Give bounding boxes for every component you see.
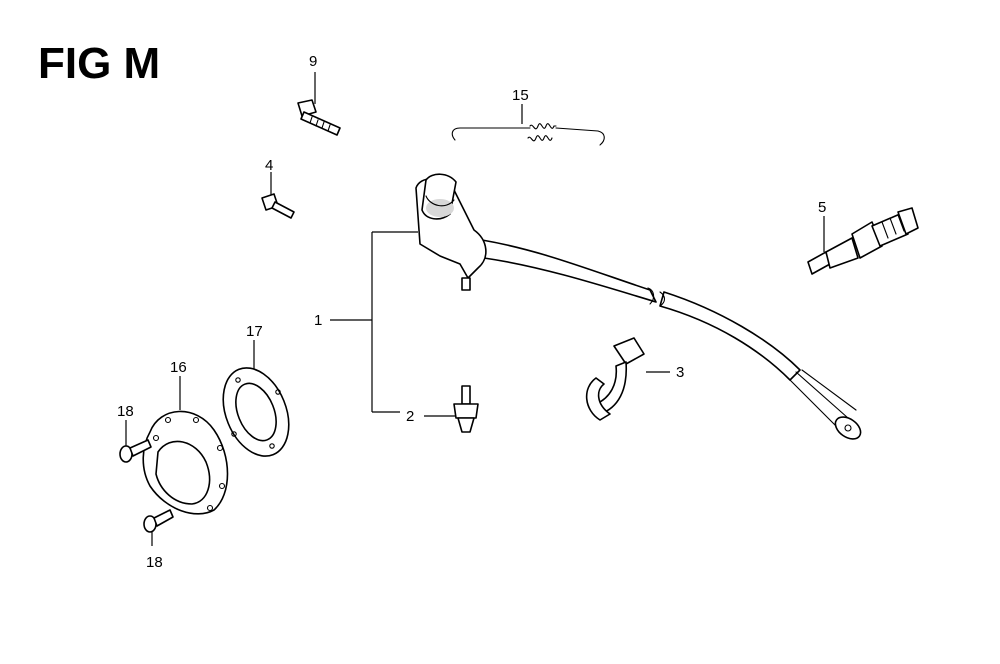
part-16-cover bbox=[142, 376, 229, 515]
callout-18-lower: 18 bbox=[146, 554, 163, 571]
callout-1: 1 bbox=[314, 312, 322, 329]
part-2-screw bbox=[424, 385, 479, 433]
part-1-switch-assembly bbox=[330, 173, 862, 440]
part-18-screw-lower bbox=[143, 509, 174, 546]
callout-2: 2 bbox=[406, 408, 414, 425]
callout-9: 9 bbox=[309, 53, 317, 70]
figure-title: FIG M bbox=[38, 39, 160, 88]
part-18-screw-upper bbox=[119, 420, 152, 463]
callout-5: 5 bbox=[818, 199, 826, 216]
part-15-spring bbox=[451, 104, 605, 146]
part-4-bolt bbox=[261, 172, 295, 219]
part-9-bolt bbox=[297, 72, 341, 136]
callout-17: 17 bbox=[246, 323, 263, 340]
part-17-gasket bbox=[222, 340, 290, 457]
callout-3: 3 bbox=[676, 364, 684, 381]
part-3-clip bbox=[585, 337, 670, 421]
part-5-spark-plug bbox=[807, 207, 919, 275]
callout-4: 4 bbox=[265, 157, 273, 174]
callout-18-upper: 18 bbox=[117, 403, 134, 420]
callout-16: 16 bbox=[170, 359, 187, 376]
callout-15: 15 bbox=[512, 87, 529, 104]
